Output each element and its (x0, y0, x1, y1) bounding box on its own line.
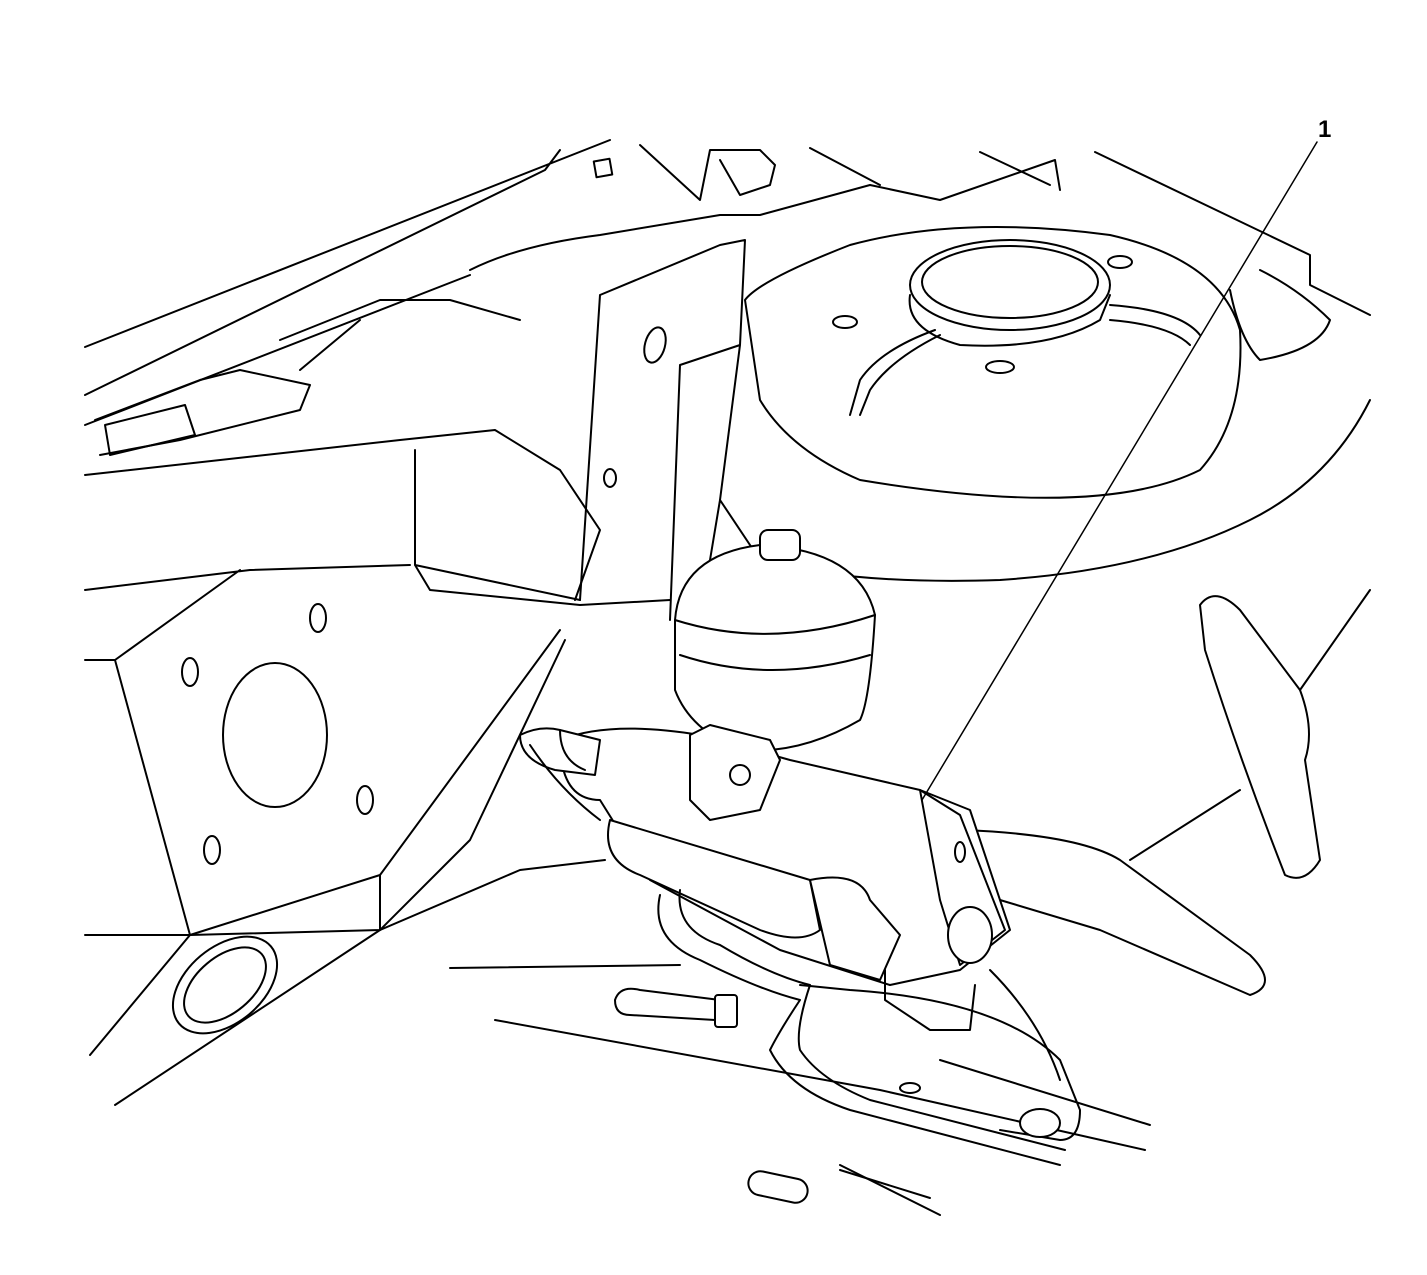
crossmember (964, 589, 1371, 996)
callout-leader-line (921, 141, 1318, 801)
pump-motor-assembly (519, 724, 1011, 1031)
frame-rail-upper (84, 139, 1371, 601)
callout-1-label: 1 (1318, 116, 1332, 143)
pillar (414, 239, 746, 621)
accumulator (674, 529, 876, 752)
strut-tower (719, 226, 1371, 582)
wiring-harness (614, 889, 1081, 1166)
frame-rail-lower (84, 564, 1151, 1216)
